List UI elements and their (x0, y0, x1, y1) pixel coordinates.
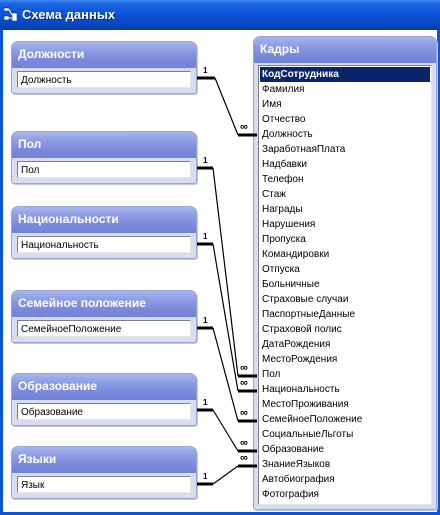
relationships-icon (4, 7, 18, 22)
field-item[interactable]: Имя (262, 99, 282, 110)
relation-many-label: ∞ (240, 121, 248, 133)
field-item[interactable]: Пол (21, 165, 40, 176)
field-list[interactable]: Образование (17, 403, 191, 420)
field-item[interactable]: Пропуска (262, 234, 306, 245)
table-title: Национальности (18, 212, 119, 226)
field-item[interactable]: Должность (262, 129, 313, 140)
field-item[interactable]: Награды (262, 204, 303, 215)
field-list[interactable]: Национальность (17, 236, 191, 253)
relation-many-label: ∞ (240, 407, 248, 419)
field-item[interactable]: Национальность (262, 384, 340, 395)
field-item[interactable]: Пол (262, 369, 281, 380)
table-header[interactable]: Семейное положение (12, 291, 196, 317)
field-item[interactable]: Автобиография (262, 474, 335, 485)
field-item[interactable]: Нарушения (262, 219, 316, 230)
field-list[interactable]: СемейноеПоложение (17, 320, 191, 337)
field-list[interactable]: Пол (17, 161, 191, 178)
field-item[interactable]: Страховой полис (262, 324, 342, 335)
field-item[interactable]: Должность (21, 75, 72, 86)
field-item[interactable]: Страховые случаи (262, 294, 349, 305)
field-item[interactable]: Стаж (262, 189, 286, 200)
field-item[interactable]: Отчество (262, 114, 306, 125)
table-header[interactable]: Кадры (254, 37, 436, 63)
table-title: Языки (18, 452, 57, 466)
table-header[interactable]: Образование (12, 374, 196, 400)
relation-one-label: 1 (203, 472, 208, 481)
window-title: Схема данных (22, 7, 116, 22)
field-item[interactable]: МестоРождения (262, 354, 338, 365)
field-list[interactable]: Язык (17, 476, 191, 493)
table-header[interactable]: Национальности (12, 207, 196, 233)
field-item[interactable]: СемейноеПоложение (262, 414, 363, 425)
field-item-selected[interactable]: КодСотрудника (260, 67, 430, 82)
table-header[interactable]: Языки (12, 447, 196, 473)
table-title: Кадры (260, 42, 300, 56)
relation-one-label: 1 (203, 398, 208, 407)
field-item[interactable]: СемейноеПоложение (21, 324, 122, 335)
field-item[interactable]: Телефон (262, 174, 304, 185)
field-item[interactable]: Отпуска (262, 264, 300, 275)
relation-many-label: ∞ (240, 452, 248, 464)
relation-many-label: ∞ (240, 362, 248, 374)
relation-many-label: ∞ (240, 437, 248, 449)
relation-one-label: 1 (203, 66, 208, 75)
window-titlebar[interactable]: Схема данных (0, 0, 440, 30)
table-header[interactable]: Должности (12, 42, 196, 68)
relation-many-label: ∞ (240, 377, 248, 389)
table-title: Пол (18, 137, 42, 151)
table-semeinoe-polozhenie[interactable]: Семейное положение СемейноеПоложение (11, 290, 197, 343)
table-header[interactable]: Пол (12, 132, 196, 158)
field-item[interactable]: Надбавки (262, 159, 307, 170)
field-item[interactable]: Язык (21, 480, 45, 491)
relation-one-label: 1 (203, 232, 208, 241)
field-item[interactable]: Больничные (262, 279, 320, 290)
table-dolzhnosti[interactable]: Должности Должность (11, 41, 197, 94)
table-yazyki[interactable]: Языки Язык (11, 446, 197, 499)
field-item[interactable]: ДатаРождения (262, 339, 331, 350)
field-item[interactable]: Фотография (262, 489, 319, 500)
field-item[interactable]: СоциальныеЛьготы (262, 429, 354, 440)
table-pol[interactable]: Пол Пол (11, 131, 197, 184)
field-item[interactable]: Образование (262, 444, 324, 455)
field-item[interactable]: Образование (21, 407, 83, 418)
table-title: Образование (18, 379, 98, 393)
field-item[interactable]: ПаспортныеДанные (262, 309, 356, 320)
field-item[interactable]: Национальность (21, 240, 99, 251)
field-item[interactable]: Фамилия (262, 84, 305, 95)
table-obrazovanie[interactable]: Образование Образование (11, 373, 197, 426)
field-item[interactable]: ЗаработнаяПлата (262, 144, 346, 155)
table-title: Должности (18, 47, 85, 61)
relation-one-label: 1 (203, 156, 208, 165)
table-natsionalnosti[interactable]: Национальности Национальность (11, 206, 197, 259)
field-list[interactable]: Должность (17, 71, 191, 88)
field-item[interactable]: МестоПроживания (262, 399, 349, 410)
field-item[interactable]: Командировки (262, 249, 330, 260)
table-title: Семейное положение (18, 296, 146, 310)
field-item[interactable]: ЗнаниеЯзыков (262, 459, 331, 470)
relation-one-label: 1 (203, 316, 208, 325)
